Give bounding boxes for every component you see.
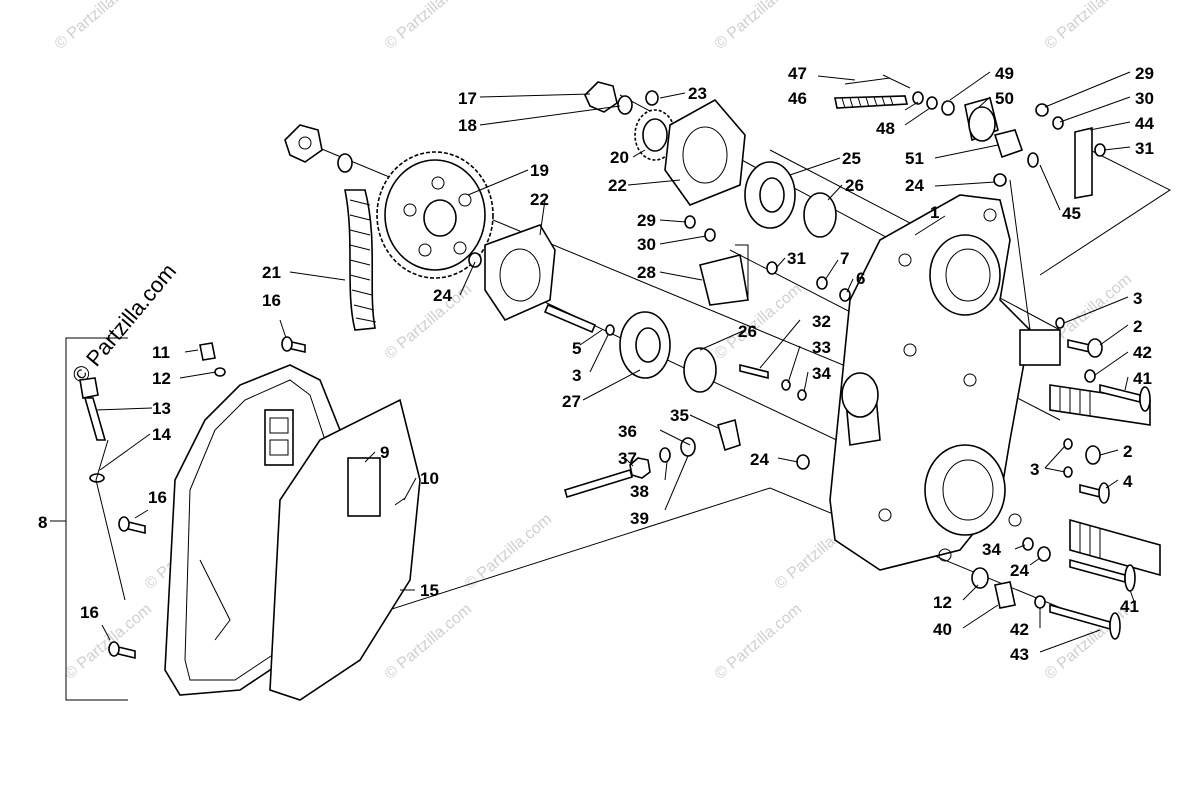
callout-22: 22 <box>608 176 627 195</box>
callout-26: 26 <box>845 176 864 195</box>
spring-assembly <box>834 77 909 109</box>
callout-49: 49 <box>995 64 1014 83</box>
callout-47: 47 <box>788 64 807 83</box>
callout-30: 30 <box>637 235 656 254</box>
callout-12: 12 <box>933 593 952 612</box>
part-8-bracket <box>50 337 128 701</box>
drive-chain <box>344 189 377 331</box>
watermark: © Partzilla.com <box>1042 0 1136 53</box>
callout-23: 23 <box>688 84 707 103</box>
callout-17: 17 <box>458 89 477 108</box>
watermark: © Partzilla.com <box>382 601 476 683</box>
inspection-plate <box>347 457 406 517</box>
callout-16: 16 <box>262 291 281 310</box>
callout-35: 35 <box>670 406 689 425</box>
callout-3: 3 <box>572 366 581 385</box>
bolts-middle <box>468 215 879 499</box>
watermark: © Partzilla.com <box>382 0 476 53</box>
callout-10: 10 <box>420 469 439 488</box>
callout-19: 19 <box>530 161 549 180</box>
cover-gasket <box>269 398 421 701</box>
callout-26: 26 <box>738 322 757 341</box>
callout-6: 6 <box>856 269 865 288</box>
watermark: © Partzilla.com <box>462 511 556 593</box>
tensioner-block <box>699 244 749 306</box>
callout-labels: 17 18 23 20 22 25 26 19 22 21 24 16 29 3… <box>38 64 1154 664</box>
callout-31: 31 <box>1135 139 1154 158</box>
callout-44: 44 <box>1135 114 1154 133</box>
callout-34: 34 <box>812 364 831 383</box>
callout-9: 9 <box>380 443 389 462</box>
leader-lines <box>95 71 1136 653</box>
callout-7: 7 <box>840 249 849 268</box>
callout-14: 14 <box>152 425 171 444</box>
callout-15: 15 <box>420 581 439 600</box>
callout-48: 48 <box>876 119 895 138</box>
callout-39: 39 <box>630 509 649 528</box>
callout-29: 29 <box>637 211 656 230</box>
callout-30: 30 <box>1135 89 1154 108</box>
sprocket-gear <box>376 151 494 279</box>
callout-32: 32 <box>812 312 831 331</box>
bolts-right <box>971 173 1151 640</box>
callout-51: 51 <box>905 149 924 168</box>
callout-18: 18 <box>458 116 477 135</box>
callout-2: 2 <box>1133 317 1142 336</box>
dipstick-and-plug <box>79 342 226 483</box>
callout-45: 45 <box>1062 204 1081 223</box>
nuts-and-washers <box>284 81 659 173</box>
callout-13: 13 <box>152 399 171 418</box>
watermark: © Partzilla.com <box>712 0 806 53</box>
callout-41: 41 <box>1133 369 1152 388</box>
callout-24: 24 <box>433 286 452 305</box>
watermark: © Partzilla.com <box>62 601 156 683</box>
callout-1: 1 <box>930 203 939 222</box>
shafts <box>1049 384 1161 577</box>
callout-11: 11 <box>152 343 170 362</box>
callout-37: 37 <box>618 449 637 468</box>
callout-24: 24 <box>905 176 924 195</box>
callout-12: 12 <box>152 369 171 388</box>
callout-29: 29 <box>1135 64 1154 83</box>
cover-bolts <box>108 336 306 660</box>
callout-42: 42 <box>1010 620 1029 639</box>
idler-roller <box>912 91 1024 159</box>
callout-24: 24 <box>1010 561 1029 580</box>
callout-50: 50 <box>995 89 1014 108</box>
callout-21: 21 <box>262 263 281 282</box>
callout-3: 3 <box>1030 460 1039 479</box>
callout-22: 22 <box>530 190 549 209</box>
callout-24: 24 <box>750 450 769 469</box>
callout-25: 25 <box>842 149 861 168</box>
callout-40: 40 <box>933 620 952 639</box>
callout-41: 41 <box>1120 597 1139 616</box>
callout-31: 31 <box>787 249 806 268</box>
callout-34: 34 <box>982 540 1001 559</box>
callout-8: 8 <box>38 513 47 532</box>
bearings <box>619 161 837 393</box>
callout-43: 43 <box>1010 645 1029 664</box>
callout-16: 16 <box>148 488 167 507</box>
callout-4: 4 <box>1123 472 1133 491</box>
tensioner-arm <box>1027 103 1106 199</box>
callout-16: 16 <box>80 603 99 622</box>
callout-3: 3 <box>1133 289 1142 308</box>
callout-42: 42 <box>1133 343 1152 362</box>
callout-36: 36 <box>618 422 637 441</box>
callout-20: 20 <box>610 148 629 167</box>
watermark: © Partzilla.com <box>712 601 806 683</box>
callout-46: 46 <box>788 89 807 108</box>
watermark: © Partzilla.com <box>52 0 146 53</box>
callout-28: 28 <box>637 263 656 282</box>
bearing-plate <box>484 98 746 322</box>
stud-bolt <box>543 303 597 334</box>
callout-2: 2 <box>1123 442 1132 461</box>
callout-33: 33 <box>812 338 831 357</box>
callout-27: 27 <box>562 392 581 411</box>
callout-38: 38 <box>630 482 649 501</box>
callout-5: 5 <box>572 339 581 358</box>
